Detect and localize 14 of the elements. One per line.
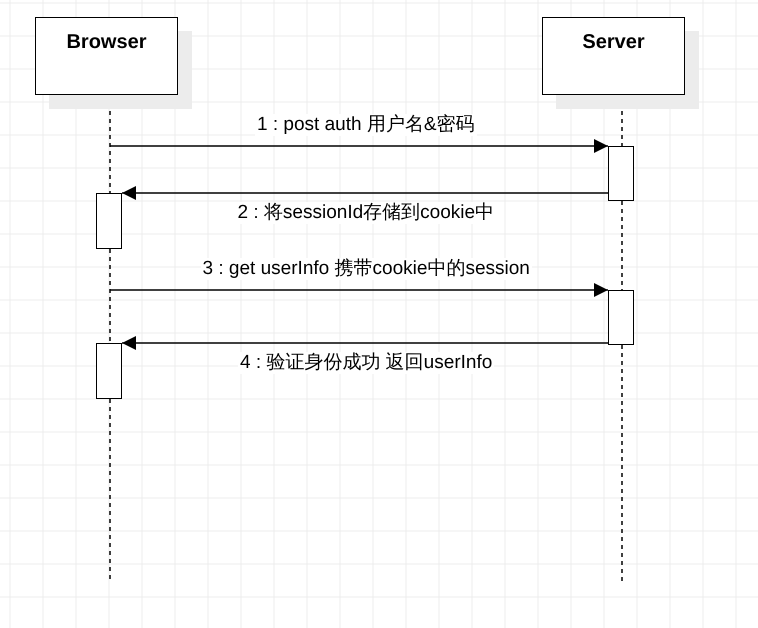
message-arrow bbox=[122, 186, 608, 200]
activation-box bbox=[608, 146, 634, 201]
lifeline bbox=[621, 345, 623, 583]
activation-box bbox=[96, 193, 122, 249]
message-arrow bbox=[110, 139, 608, 153]
message-arrow bbox=[122, 336, 608, 350]
activation-box bbox=[608, 290, 634, 345]
edge-label: 1 : post auth 用户名&密码 bbox=[255, 114, 477, 136]
edge-label: 4 : 验证身份成功 返回userInfo bbox=[238, 352, 494, 374]
lifeline bbox=[109, 249, 111, 343]
message-arrow bbox=[110, 283, 608, 297]
lifeline bbox=[621, 201, 623, 290]
activation-box bbox=[96, 343, 122, 399]
edge-label: 3 : get userInfo 携带cookie中的session bbox=[200, 258, 532, 280]
